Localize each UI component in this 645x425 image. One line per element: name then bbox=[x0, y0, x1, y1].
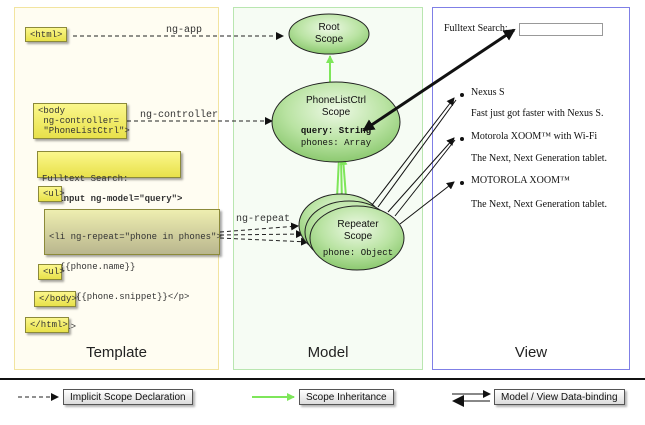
ng-repeat-connector-3 bbox=[219, 237, 309, 246]
ul-close-tag: <ul> bbox=[38, 264, 65, 280]
ul-open-tag: <ul> bbox=[38, 186, 65, 202]
ng-repeat-connector-2 bbox=[219, 230, 304, 239]
ctrl-scope-phones: phones: Array bbox=[300, 138, 372, 148]
search-template-label: Fulltext Search: bbox=[42, 174, 129, 184]
legend-binding-box: Model / View Data-binding bbox=[494, 389, 625, 405]
view-item-3-snippet: The Next, Next Generation tablet. bbox=[471, 199, 608, 210]
view-panel-title: View bbox=[514, 344, 548, 361]
li-line-4: </li> bbox=[49, 322, 215, 332]
query-binding-arrow bbox=[362, 28, 516, 132]
html-close-tag: </html> bbox=[25, 317, 69, 333]
ctrl-scope-query: query: String bbox=[300, 126, 372, 136]
li-line-3: <p>{{phone.snippet}}</p> bbox=[49, 292, 190, 302]
root-scope-line-1: Root bbox=[318, 22, 340, 33]
html-open-tag: <html> bbox=[25, 27, 67, 42]
li-line-1: <li ng-repeat="phone in phones"> bbox=[49, 232, 222, 242]
ctrl-scope-label: PhoneListCtrl Scope query: String phones… bbox=[276, 95, 396, 149]
search-template-input: <input ng-model="query"> bbox=[52, 194, 183, 204]
model-panel-title: Model bbox=[307, 344, 349, 361]
ng-app-label: ng-app bbox=[166, 25, 203, 36]
repeater-scope-ellipse-front bbox=[309, 205, 405, 271]
binding-item-2 bbox=[387, 137, 455, 213]
ctrl-scope-line-2: Scope bbox=[321, 107, 351, 118]
view-item-2-name: Motorola XOOM™ with Wi-Fi bbox=[471, 131, 598, 142]
view-search-label: Fulltext Search: bbox=[444, 23, 508, 34]
legend-implicit-box: Implicit Scope Declaration bbox=[63, 389, 193, 405]
binding-item-3 bbox=[399, 181, 455, 225]
li-repeat-box: <li ng-repeat="phone in phones"> {{phone… bbox=[44, 209, 222, 332]
ng-controller-label: ng-controller bbox=[140, 110, 219, 121]
body-open-tag: <body ng-controller= "PhoneListCtrl"> bbox=[33, 103, 130, 139]
legend-divider bbox=[0, 378, 645, 380]
li-line-2: {{phone.name}} bbox=[49, 262, 136, 272]
repeater-scope-line-2: Scope bbox=[343, 231, 373, 242]
view-search-input[interactable] bbox=[519, 23, 603, 36]
view-item-1-bullet bbox=[460, 93, 464, 97]
repeater-scope-phone: phone: Object bbox=[322, 248, 394, 258]
inheritance-repeat-1 bbox=[336, 157, 340, 199]
view-item-3-name: MOTOROLA XOOM™ bbox=[471, 175, 570, 186]
repeater-scope-label: Repeater Scope phone: Object bbox=[312, 219, 404, 259]
ng-repeat-connector-1 bbox=[219, 222, 299, 233]
root-scope-label: Root Scope bbox=[299, 22, 359, 46]
view-item-1-snippet: Fast just got faster with Nexus S. bbox=[471, 108, 604, 119]
root-scope-line-2: Scope bbox=[314, 34, 344, 45]
repeater-scope-line-1: Repeater bbox=[337, 219, 379, 230]
body-close-tag: </body> bbox=[34, 291, 77, 307]
binding-item-2-snippet bbox=[394, 139, 456, 217]
view-item-1-name: Nexus S bbox=[471, 87, 505, 98]
legend-inheritance-box: Scope Inheritance bbox=[299, 389, 394, 405]
ctrl-scope-line-1: PhoneListCtrl bbox=[305, 95, 367, 106]
view-item-3-bullet bbox=[460, 181, 464, 185]
view-item-2-snippet: The Next, Next Generation tablet. bbox=[471, 153, 608, 164]
search-template-box: Fulltext Search: <input ng-model="query"… bbox=[37, 151, 182, 204]
template-panel-title: Template bbox=[86, 344, 147, 361]
ng-repeat-label: ng-repeat bbox=[236, 214, 291, 225]
view-item-2-bullet bbox=[460, 137, 464, 141]
